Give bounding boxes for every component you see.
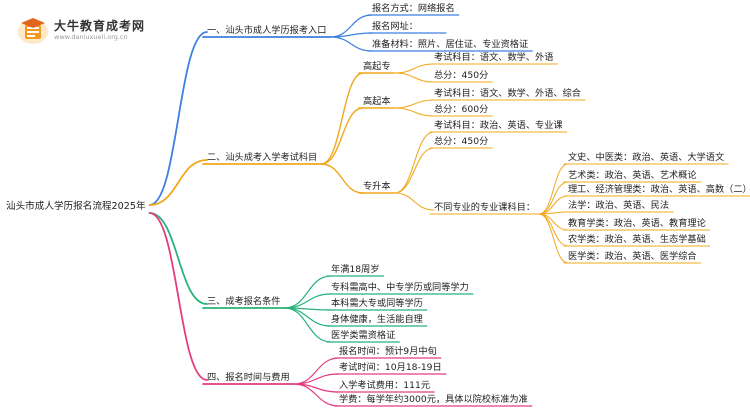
site-logo[interactable]: 大牛教育成考网 www.daniuxueli.org.cn (16, 16, 151, 46)
root-topic[interactable]: 汕头市成人学历报名流程2025年 (6, 200, 146, 212)
branch2-title[interactable]: 二、汕头成考入学考试科目 (207, 151, 317, 163)
branch1-item-0[interactable]: 报名方式：网络报名 (372, 2, 455, 14)
majors-title[interactable]: 不同专业的专业课科目： (434, 201, 535, 213)
branch3-item-4[interactable]: 医学类需资格证 (331, 329, 395, 341)
branch4-item-3[interactable]: 学费：每学年约3000元，具体以院校标准为准 (339, 393, 528, 405)
major-item-1[interactable]: 艺术类：政治、英语、艺术概论 (568, 169, 697, 181)
branch1-link-1 (329, 32, 373, 38)
zhuanshengben-item-0[interactable]: 考试科目：政治、英语、专业课 (434, 119, 563, 131)
gaoqiben-item-1[interactable]: 总分：600分 (434, 103, 488, 115)
branch3-link-4 (283, 307, 332, 343)
zhuanshengben-item-link-1 (394, 147, 435, 194)
branch3-item-3[interactable]: 身体健康，生活能自理 (331, 313, 423, 325)
branch4-item-2[interactable]: 入学考试费用：111元 (339, 379, 430, 391)
gaoqiben-item-link-1 (394, 107, 435, 117)
major-item-6[interactable]: 医学类：政治、英语、医学综合 (568, 250, 697, 262)
zhuanshengben-item-link-0 (394, 131, 435, 194)
branch1-item-2[interactable]: 准备材料：照片、居住证、专业资格证 (372, 38, 528, 50)
branch4-item-0[interactable]: 报名时间：预计9月中旬 (339, 345, 437, 357)
root-link-branch3 (148, 212, 208, 305)
gaoqizhuan-item-0[interactable]: 考试科目：语文、数学、外语 (434, 51, 553, 63)
branch1-link-2 (329, 36, 373, 52)
zhuanshengben-title[interactable]: 专升本 (363, 180, 391, 192)
branch3-title[interactable]: 三、成考报名条件 (207, 295, 281, 307)
branch4-item-1[interactable]: 考试时间：10月18-19日 (339, 361, 442, 373)
branch3-link-3 (283, 307, 332, 327)
branch3-item-2[interactable]: 本科需大专或同等学历 (331, 297, 423, 309)
logo-title: 大牛教育成考网 (54, 19, 146, 33)
branch3-item-0[interactable]: 年满18周岁 (331, 263, 379, 275)
gaoqiben-title[interactable]: 高起本 (363, 95, 391, 107)
major-link-1 (538, 181, 569, 215)
gaoqizhuan-item-1[interactable]: 总分：450分 (434, 69, 488, 81)
branch1-item-1[interactable]: 报名网址： (372, 20, 418, 32)
major-item-2[interactable]: 理工、经济管理类：政治、英语、高数（二） (568, 183, 750, 195)
branch3-item-1[interactable]: 专科需高中、中专学历或同等学力 (331, 281, 469, 293)
major-item-3[interactable]: 法学：政治、英语、民法 (568, 199, 669, 211)
zhuanshengben-item-1[interactable]: 总分：450分 (434, 135, 488, 147)
gaoqiben-link (320, 107, 364, 165)
branch1-title[interactable]: 一、汕头市成人学历报考入口 (207, 24, 326, 36)
branch3-link-0 (283, 275, 332, 309)
gaoqiben-item-0[interactable]: 考试科目：语文、数学、外语、综合 (434, 87, 581, 99)
branch4-title[interactable]: 四、报名时间与费用 (207, 371, 290, 383)
gaoqizhuan-title[interactable]: 高起专 (363, 60, 391, 72)
gaoqizhuan-item-link-1 (394, 72, 435, 83)
root-link-branch2 (148, 159, 208, 206)
branch4-link-3 (293, 383, 340, 407)
root-link-branch4 (148, 212, 208, 381)
major-item-4[interactable]: 教育学类：政治、英语、教育理论 (568, 217, 706, 229)
branch3-link-1 (283, 293, 332, 309)
gaoqiben-item-link-0 (394, 99, 435, 109)
logo-url: www.daniuxueli.org.cn (54, 33, 128, 41)
branch4-link-0 (293, 357, 340, 385)
gaoqizhuan-item-link-0 (394, 63, 435, 74)
graduation-book-icon (18, 18, 48, 44)
major-link-4 (538, 213, 569, 231)
major-link-6 (538, 213, 569, 264)
root-link-branch1 (148, 31, 208, 206)
major-item-5[interactable]: 农学类：政治、英语、生态学基础 (568, 233, 706, 245)
major-link-0 (538, 163, 569, 215)
majors-link (394, 192, 435, 211)
major-item-0[interactable]: 文史、中医类：政治、英语、大学语文 (568, 151, 724, 163)
zhuanshengben-link (320, 163, 364, 194)
gaoqizhuan-link (320, 72, 364, 165)
